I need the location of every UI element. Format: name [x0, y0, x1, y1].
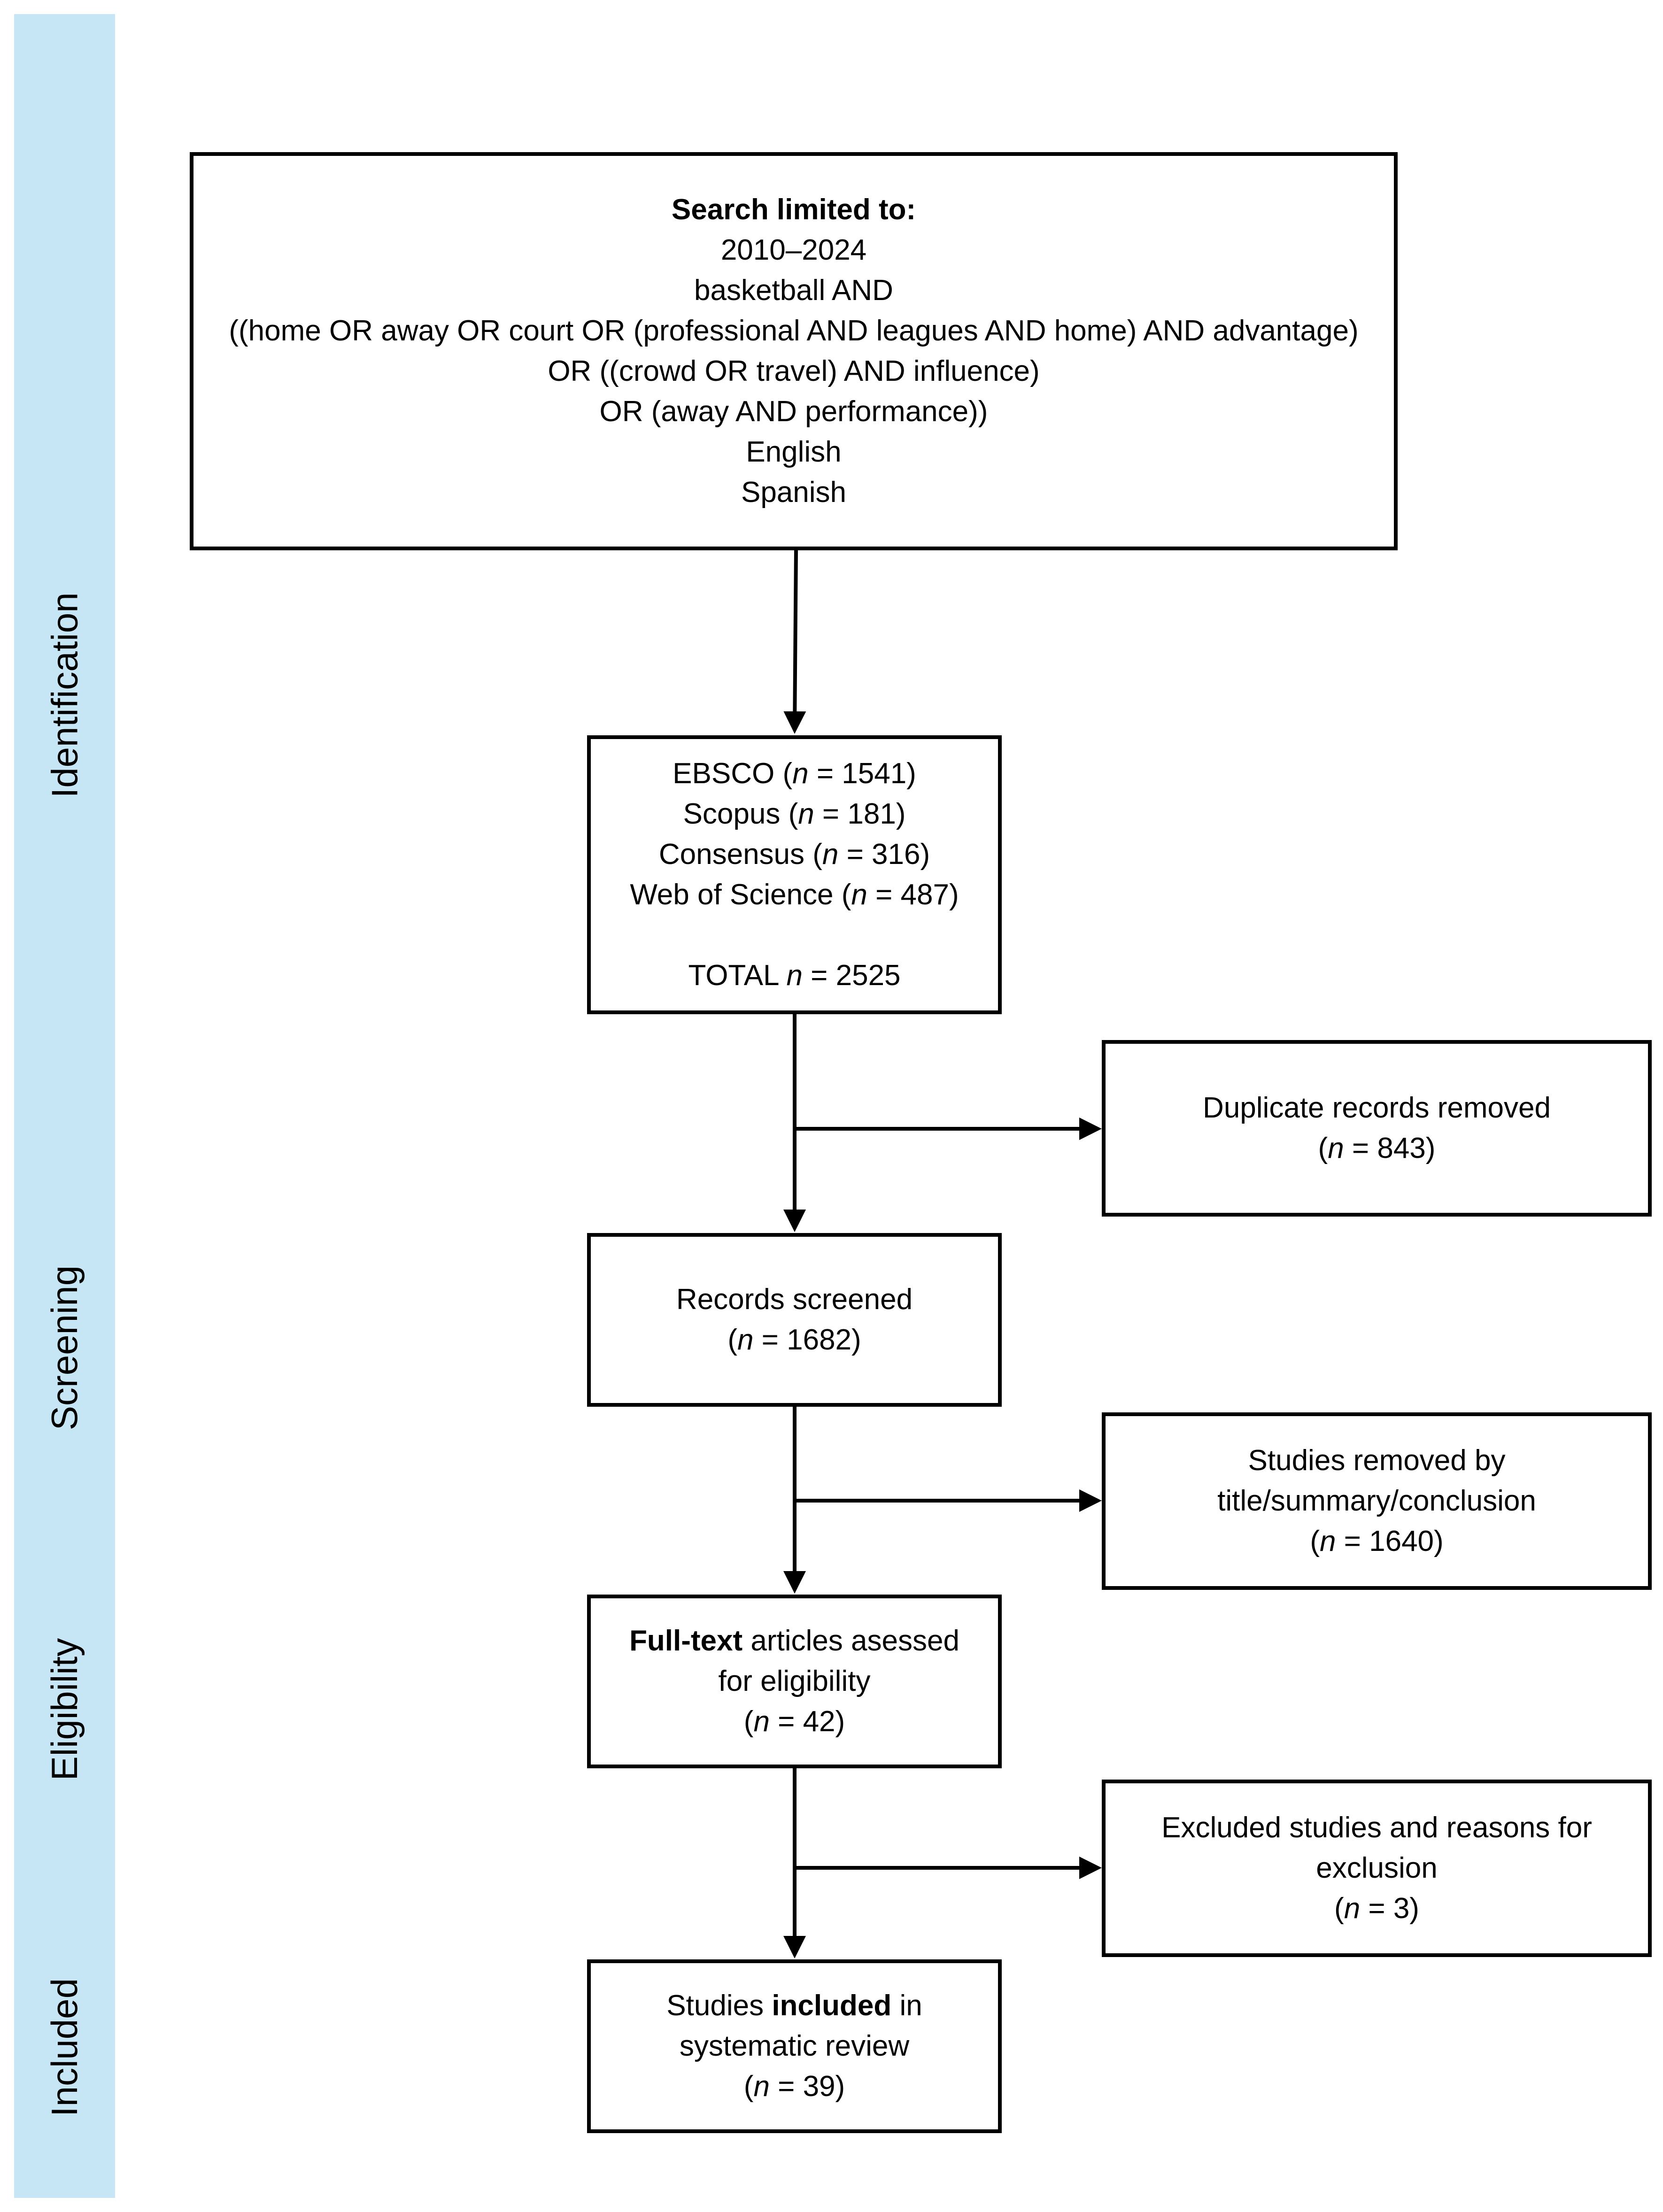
database-consensus: Consensus (n = 316): [658, 838, 930, 871]
search-line: English: [746, 436, 842, 468]
screened-label: Records screened: [676, 1283, 913, 1316]
included-line-2: systematic review: [679, 2030, 910, 2062]
records-screened-box: Records screened (n = 1682): [587, 1233, 1002, 1407]
search-line: OR ((crowd OR travel) AND influence): [548, 355, 1040, 387]
search-heading: Search limited to:: [671, 193, 916, 226]
database-web-of-science: Web of Science (n = 487): [630, 879, 959, 911]
search-line: ((home OR away OR court OR (professional…: [229, 315, 1359, 347]
search-line: Spanish: [741, 476, 847, 509]
search-line: 2010–2024: [720, 234, 867, 266]
duplicates-removed-box: Duplicate records removed (n = 843): [1102, 1040, 1652, 1217]
included-count: (n = 39): [743, 2070, 845, 2103]
screened-count: (n = 1682): [727, 1324, 861, 1356]
removed-count: (n = 1640): [1310, 1525, 1444, 1557]
removed-line-2: title/summary/conclusion: [1217, 1485, 1536, 1517]
fulltext-line-2: for eligibility: [718, 1665, 871, 1697]
databases-box: EBSCO (n = 1541) Scopus (n = 181) Consen…: [587, 735, 1002, 1014]
database-ebsco: EBSCO (n = 1541): [673, 757, 916, 790]
databases-total: TOTAL n = 2525: [688, 959, 901, 992]
search-line: OR (away AND performance)): [599, 395, 988, 428]
studies-removed-box: Studies removed by title/summary/conclus…: [1102, 1412, 1652, 1590]
search-criteria-box: Search limited to: 2010–2024 basketball …: [190, 152, 1398, 550]
search-line: basketball AND: [694, 274, 893, 307]
removed-line-1: Studies removed by: [1248, 1444, 1506, 1477]
excluded-studies-box: Excluded studies and reasons for exclusi…: [1102, 1780, 1652, 1957]
excluded-line-2: exclusion: [1316, 1852, 1438, 1884]
fulltext-assessed-box: Full-text articles asessed for eligibili…: [587, 1595, 1002, 1768]
arrow-search-to-databases: [783, 549, 806, 734]
duplicates-count: (n = 843): [1318, 1132, 1436, 1164]
database-scopus: Scopus (n = 181): [683, 798, 906, 830]
studies-included-box: Studies included in systematic review (n…: [587, 1959, 1002, 2133]
phase-sidebar: [14, 14, 115, 2198]
excluded-count: (n = 3): [1334, 1892, 1419, 1925]
fulltext-line-1: Full-text articles asessed: [629, 1625, 959, 1657]
included-line-1: Studies included in: [666, 1989, 922, 2022]
excluded-line-1: Excluded studies and reasons for: [1161, 1811, 1592, 1844]
fulltext-count: (n = 42): [743, 1705, 845, 1738]
duplicates-label: Duplicate records removed: [1203, 1092, 1551, 1124]
